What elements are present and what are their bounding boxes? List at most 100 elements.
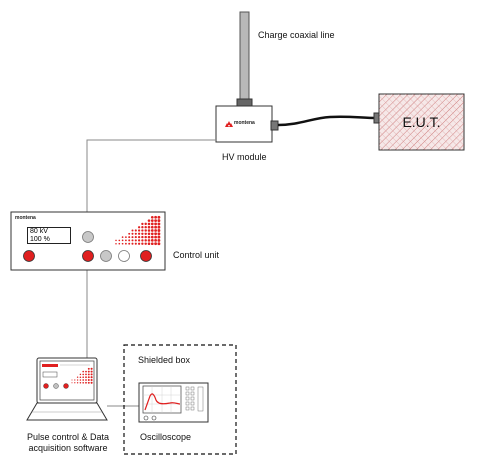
- shielded-box-label: Shielded box: [138, 355, 191, 365]
- pulse-control-line-1: Pulse control & Data: [26, 432, 110, 442]
- red-dot: [85, 370, 87, 373]
- control-unit-brand: montena: [15, 215, 36, 221]
- red-dot: [144, 242, 147, 245]
- red-dot: [144, 229, 147, 232]
- control-button-1: [23, 250, 35, 262]
- red-dot: [157, 215, 161, 219]
- red-dot: [150, 225, 154, 229]
- red-dot: [154, 222, 157, 226]
- red-dot: [147, 219, 151, 222]
- red-dot: [144, 239, 147, 242]
- red-dot: [79, 382, 82, 384]
- control-unit-label: Control unit: [173, 250, 220, 260]
- pulse-control-line-2: acquisition software: [28, 443, 108, 453]
- red-dot: [141, 226, 144, 229]
- red-dot: [87, 367, 90, 370]
- red-dot: [150, 222, 154, 226]
- control-button-6: [140, 250, 152, 262]
- control-button-5: [118, 250, 130, 262]
- eut-label: E.U.T.: [402, 114, 441, 130]
- red-dot: [82, 379, 85, 381]
- red-dot: [90, 381, 93, 384]
- pulse-control-label: Pulse control & Data acquisition softwar…: [22, 432, 114, 454]
- red-dot: [90, 378, 93, 382]
- red-dot: [147, 232, 151, 236]
- red-dot: [150, 239, 154, 242]
- red-dot: [154, 232, 157, 236]
- red-dot: [128, 236, 131, 239]
- red-dot: [147, 229, 151, 232]
- red-dot: [90, 373, 93, 376]
- red-dot: [131, 239, 134, 242]
- red-dot: [131, 232, 134, 235]
- red-dot: [121, 239, 124, 242]
- eut-box: [373, 93, 465, 151]
- red-dot: [144, 225, 147, 229]
- red-dot: [147, 239, 151, 242]
- red-dot: [124, 236, 127, 239]
- red-dot: [157, 238, 161, 242]
- waveform-trace: [144, 393, 181, 411]
- red-dot: [121, 242, 124, 245]
- montena-logo-icon: [227, 121, 231, 125]
- red-dot: [157, 232, 161, 236]
- red-dot: [137, 229, 141, 232]
- control-button-3: [82, 250, 94, 262]
- red-dot: [76, 382, 79, 384]
- charge-line-label: Charge coaxial line: [258, 30, 335, 40]
- red-dot: [124, 239, 127, 242]
- red-dot: [157, 222, 161, 226]
- red-dot: [134, 236, 137, 239]
- red-dot: [134, 232, 137, 235]
- red-dot: [150, 229, 154, 232]
- hv-module: [215, 105, 279, 143]
- red-dot: [82, 373, 85, 376]
- red-dot: [82, 381, 85, 384]
- link-hv-control: [86, 139, 216, 213]
- red-dot: [137, 235, 141, 239]
- red-dot: [87, 373, 90, 376]
- red-dot: [154, 215, 157, 219]
- red-dot: [82, 370, 85, 373]
- red-dot: [90, 370, 93, 373]
- red-dot: [131, 229, 134, 232]
- red-dot: [137, 239, 141, 242]
- red-dot: [79, 373, 82, 376]
- laptop: [26, 357, 108, 421]
- red-dot: [128, 242, 131, 245]
- red-dot: [157, 242, 161, 246]
- red-dot: [85, 379, 87, 381]
- red-dot: [137, 242, 141, 245]
- red-dot: [154, 242, 157, 246]
- red-dot: [150, 235, 154, 239]
- red-dot-pattern: [115, 215, 161, 246]
- red-dot: [154, 219, 157, 222]
- red-dot: [74, 382, 76, 384]
- red-dot: [154, 225, 157, 229]
- red-dot: [157, 225, 161, 229]
- hv-module-brand: montena: [234, 120, 255, 126]
- red-dot: [115, 239, 117, 242]
- shielded-box: [123, 344, 237, 455]
- control-button-2: [82, 231, 94, 243]
- red-dot: [71, 382, 73, 384]
- red-dot: [154, 235, 157, 239]
- red-dot: [90, 367, 93, 370]
- red-dot: [150, 215, 154, 219]
- red-dot: [134, 229, 137, 232]
- red-dot: [87, 379, 90, 381]
- red-dot: [79, 376, 82, 378]
- red-dot: [147, 235, 151, 239]
- red-dot: [141, 222, 144, 226]
- red-dot: [87, 376, 90, 379]
- screen-red-bar: [42, 364, 58, 367]
- red-dot: [134, 239, 137, 242]
- control-button-4: [100, 250, 112, 262]
- red-dot: [154, 239, 157, 242]
- red-dot: [157, 229, 161, 232]
- red-dot: [90, 376, 93, 379]
- red-dot: [141, 242, 144, 245]
- red-dot: [71, 379, 73, 381]
- red-dot: [121, 236, 124, 238]
